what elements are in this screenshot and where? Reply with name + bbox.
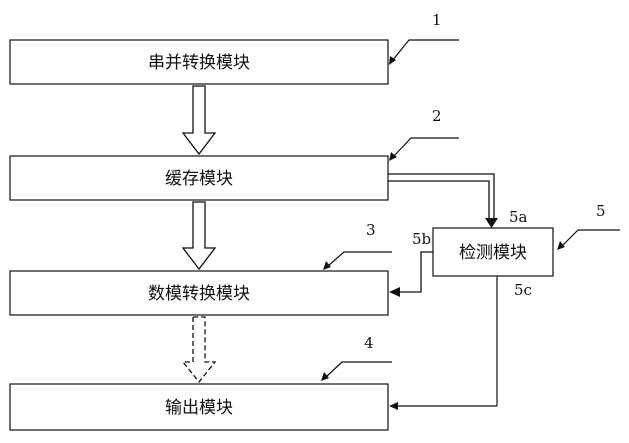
- buffer-to-detection-arrow: [388, 173, 498, 228]
- dac-label: 数模转换模块: [148, 284, 250, 304]
- leader-2: [389, 137, 459, 161]
- leader-5: [557, 229, 620, 250]
- ref-5: 5: [596, 202, 606, 220]
- serial-parallel-label: 串并转换模块: [148, 53, 250, 73]
- leader-4: [321, 361, 392, 381]
- flow-arrow-3-4-dashed: [181, 316, 217, 384]
- output-block: 输出模块: [9, 383, 389, 431]
- detection-to-output-line: [389, 276, 498, 410]
- buffer-block: 缓存模块: [9, 155, 389, 201]
- ref-5b: 5b: [412, 230, 431, 248]
- leader-1: [389, 39, 459, 65]
- detection-to-dac-arrow: [389, 251, 433, 297]
- serial-parallel-block: 串并转换模块: [9, 39, 389, 85]
- flow-arrow-1-2: [181, 85, 217, 156]
- detection-label: 检测模块: [459, 243, 527, 263]
- leader-3: [323, 251, 392, 270]
- ref-2: 2: [432, 107, 442, 125]
- buffer-label: 缓存模块: [165, 169, 233, 189]
- detection-block: 检测模块: [432, 227, 554, 277]
- output-label: 输出模块: [165, 398, 233, 418]
- dac-block: 数模转换模块: [9, 270, 389, 316]
- ref-5c: 5c: [514, 281, 532, 299]
- ref-3: 3: [366, 221, 376, 239]
- ref-1: 1: [432, 11, 442, 29]
- flow-arrow-2-3: [181, 201, 217, 271]
- ref-5a: 5a: [509, 208, 528, 226]
- ref-4: 4: [364, 334, 374, 352]
